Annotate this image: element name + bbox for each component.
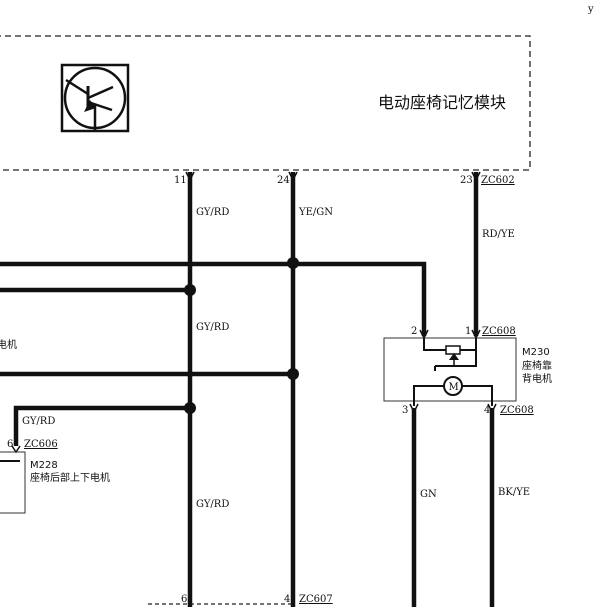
label-bk-ye: BK/YE	[498, 487, 530, 498]
m230-id: M230	[522, 347, 550, 358]
wire-to-m230-pin2	[0, 261, 427, 336]
m228-component: GY/RD 6 ZC606 M228 座椅后部上下电机	[0, 416, 110, 514]
m230-pin-2: 2	[411, 326, 417, 337]
m230-pin-4: 4	[484, 405, 490, 416]
m228-wire-label: GY/RD	[22, 416, 55, 427]
bottom-pin-6: 6	[181, 594, 187, 605]
splice-dot	[287, 257, 299, 269]
left-partial-label: 电机	[0, 338, 17, 351]
m230-pin-1: 1	[465, 326, 471, 337]
m228-name: 座椅后部上下电机	[30, 471, 110, 484]
m230-name-line2: 背电机	[522, 372, 552, 385]
splice-dot	[287, 368, 299, 380]
bottom-pin-4: 4	[284, 594, 290, 605]
m228-pin: 6	[7, 439, 13, 450]
m230-component: 2 1 ZC608 M M230 座椅靠 背电机 3 4 ZC608	[383, 326, 552, 416]
module-pin-23: 23	[460, 175, 473, 186]
label-ye-gn: YE/GN	[298, 207, 333, 218]
m230-name-line1: 座椅靠	[522, 359, 552, 372]
m228-id: M228	[30, 460, 58, 471]
module-pin-24: 24	[277, 175, 290, 186]
motor-icon	[443, 376, 463, 396]
m228-box	[0, 451, 26, 514]
module-boundary	[0, 35, 531, 171]
memory-module: 电动座椅记忆模块	[0, 35, 531, 171]
label-gn: GN	[420, 489, 437, 500]
splice-dot	[184, 284, 196, 296]
module-title: 电动座椅记忆模块	[378, 93, 506, 112]
m230-box	[383, 337, 517, 402]
bottom-connector: 6 4 ZC607	[148, 594, 333, 605]
label-gy-rd-mid: GY/RD	[196, 322, 229, 333]
potentiometer-icon	[445, 345, 461, 355]
m230-connector-top: ZC608	[482, 326, 516, 337]
bottom-connector-zc607: ZC607	[299, 594, 333, 605]
transistor-icon	[60, 63, 130, 133]
module-pin-11: 11	[174, 175, 187, 186]
label-rd-ye: RD/YE	[482, 229, 515, 240]
top-glyph: y	[587, 4, 594, 15]
m230-pin-3: 3	[402, 405, 408, 416]
wire-to-m228	[13, 405, 190, 446]
label-gy-rd-bottom: GY/RD	[196, 499, 229, 510]
splice-dot	[184, 402, 196, 414]
motor-symbol: M	[449, 382, 459, 393]
label-gy-rd-top: GY/RD	[196, 207, 229, 218]
module-connector-zc602: ZC602	[481, 175, 515, 186]
m228-connector: ZC606	[24, 439, 58, 450]
m230-connector-bottom: ZC608	[500, 405, 534, 416]
